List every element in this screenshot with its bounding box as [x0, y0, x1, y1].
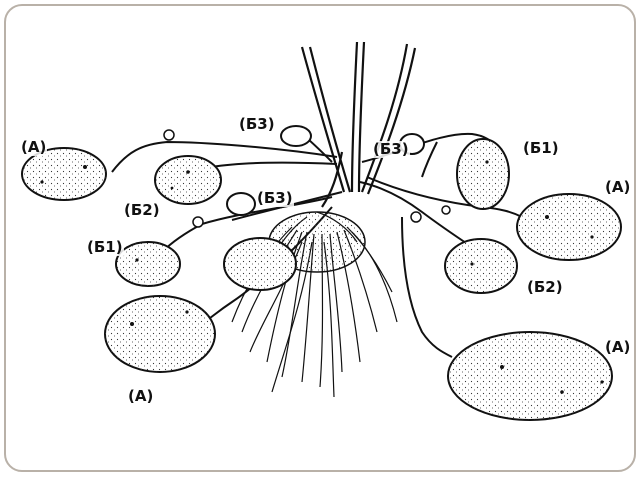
label-a-bottom-right: (А)	[604, 339, 631, 356]
label-a-bottom-left: (А)	[127, 388, 154, 405]
label-b2-right: (Б2)	[526, 279, 564, 296]
label-b1-right: (Б1)	[522, 140, 560, 157]
tuber-b3-center	[227, 193, 255, 215]
label-a-right: (А)	[604, 179, 631, 196]
label-b1-left: (Б1)	[86, 239, 124, 256]
label-b3-upper: (Б3)	[238, 116, 276, 133]
label-b3-right: (Б3)	[372, 141, 410, 158]
label-b2-left: (Б2)	[123, 202, 161, 219]
label-a-top-left: (А)	[20, 139, 47, 156]
tubers	[22, 126, 621, 420]
tuber-b3-upper	[281, 126, 311, 146]
stems	[302, 42, 415, 207]
figure-frame: (А) (Б2) (Б1) (Б3) (Б3) (Б3) (Б1) (А) (Б…	[4, 4, 636, 472]
label-b3-center: (Б3)	[256, 190, 294, 207]
